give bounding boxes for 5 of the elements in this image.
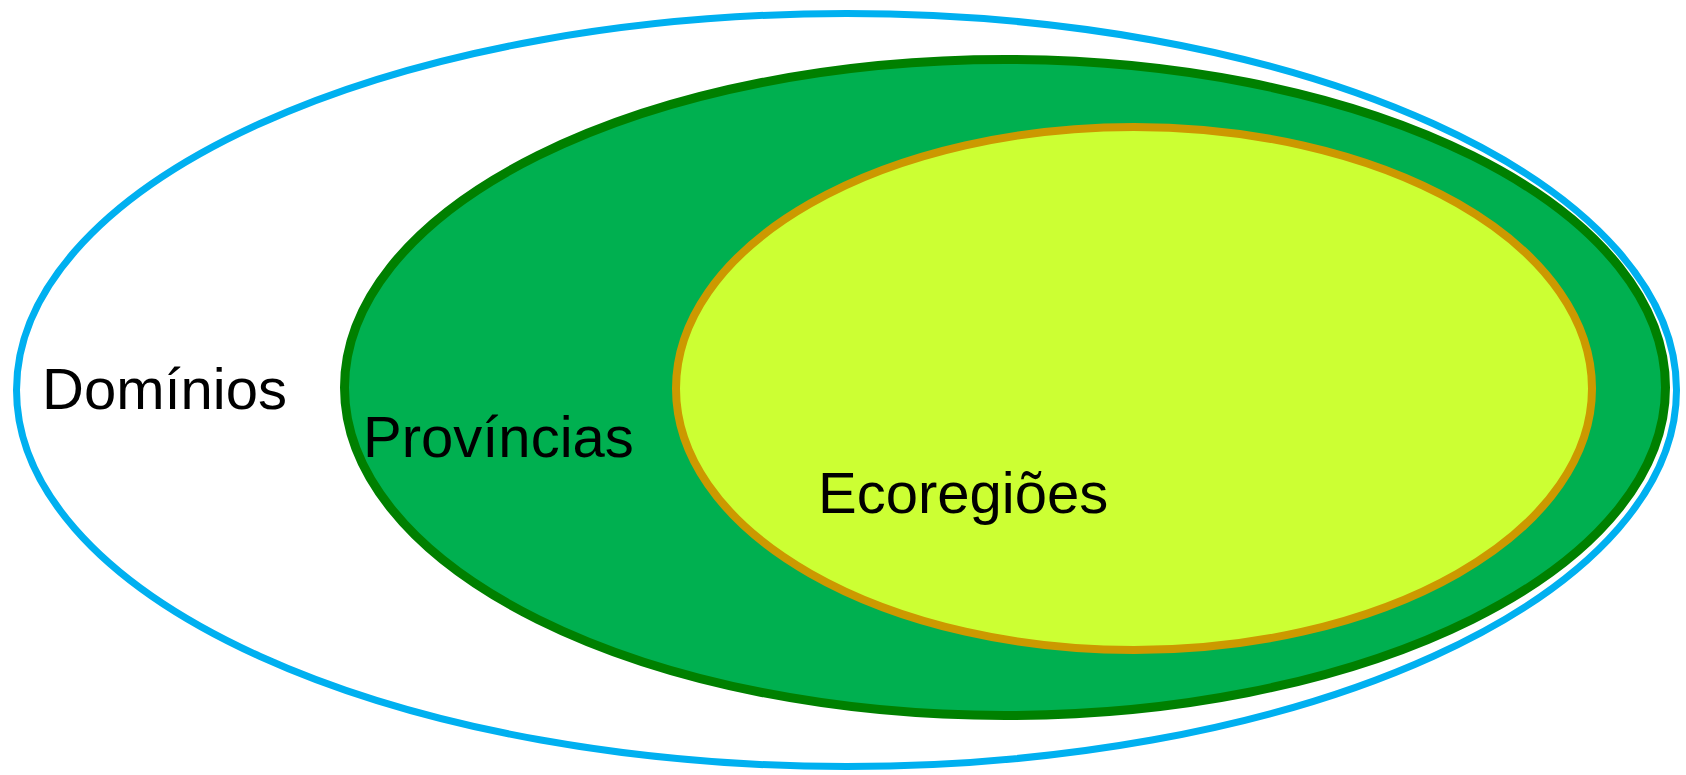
region-label: Províncias <box>363 408 634 466</box>
region-label: Domínios <box>42 360 287 418</box>
ecoregion-ellipse <box>672 123 1596 654</box>
domain-ellipse <box>13 10 1680 770</box>
province-ellipse <box>340 55 1670 720</box>
